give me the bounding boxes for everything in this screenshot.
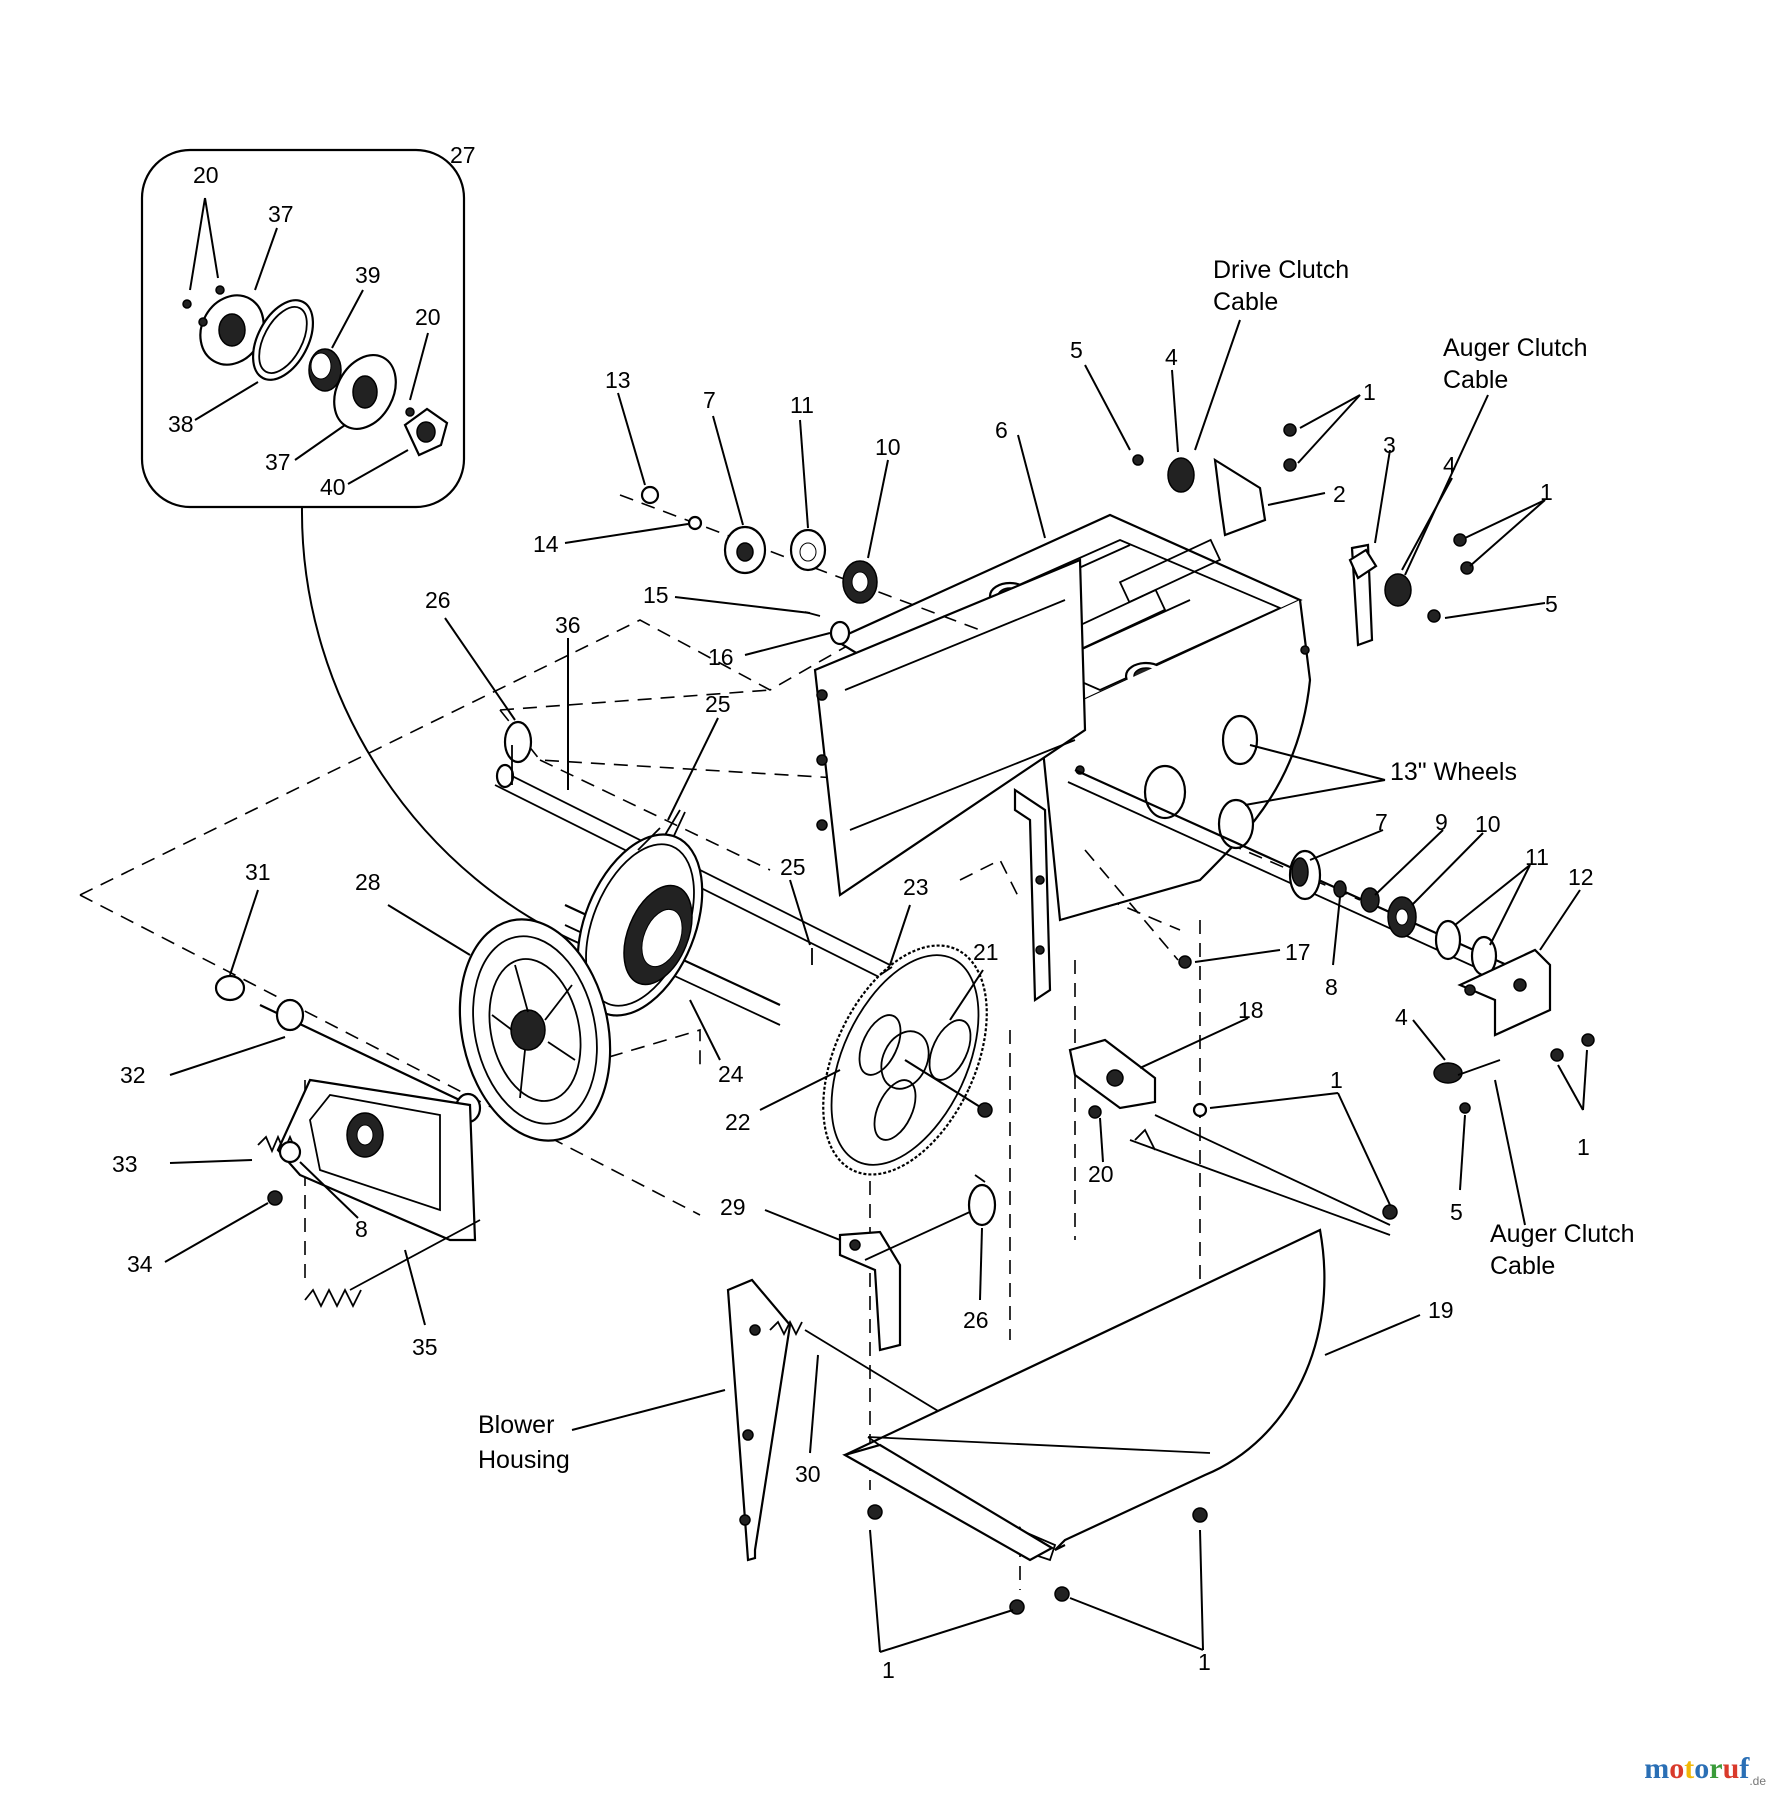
watermark-letter: t bbox=[1684, 1752, 1695, 1785]
callout-13: 13 bbox=[605, 367, 631, 393]
callout-11: 11 bbox=[1525, 844, 1549, 870]
callout-30: 30 bbox=[795, 1461, 821, 1487]
callout-12: 12 bbox=[1568, 864, 1594, 890]
callout-11: 11 bbox=[790, 392, 814, 418]
callout-18: 18 bbox=[1238, 997, 1264, 1023]
callout-33: 33 bbox=[112, 1151, 138, 1177]
callout-1: 1 bbox=[882, 1657, 895, 1683]
callout-9: 9 bbox=[1435, 809, 1448, 835]
inset-detail-27 bbox=[140, 148, 596, 951]
callout-1: 1 bbox=[1363, 379, 1376, 405]
bracket-29 bbox=[769, 1174, 1036, 1471]
callout-26: 26 bbox=[963, 1307, 989, 1333]
watermark-letter: o bbox=[1669, 1752, 1685, 1785]
label-drive-clutch-cable-line1: Drive Clutch bbox=[1213, 256, 1349, 284]
callout-8: 8 bbox=[1325, 974, 1338, 1000]
callout-35: 35 bbox=[412, 1334, 438, 1360]
label-auger-clutch-cable-bottom-line1: Auger Clutch bbox=[1490, 1220, 1635, 1248]
callout-20: 20 bbox=[193, 162, 219, 188]
callout-5: 5 bbox=[1450, 1199, 1463, 1225]
callout-21: 21 bbox=[973, 939, 999, 965]
callout-40: 40 bbox=[320, 474, 346, 500]
callout-27: 27 bbox=[450, 142, 476, 168]
left-bracket-assembly bbox=[214, 974, 482, 1309]
callout-numbers: 27 20 37 39 20 38 37 40 13 7 11 10 6 5 4… bbox=[112, 142, 1594, 1683]
callout-5: 5 bbox=[1545, 591, 1558, 617]
callout-17: 17 bbox=[1285, 939, 1311, 965]
callout-5: 5 bbox=[1070, 337, 1083, 363]
text-labels: Drive Clutch Cable Auger Clutch Cable 13… bbox=[478, 256, 1635, 1474]
wheel-28 bbox=[458, 918, 612, 1142]
callout-7: 7 bbox=[1375, 809, 1388, 835]
watermark-suffix: .de bbox=[1749, 1774, 1766, 1788]
callout-1: 1 bbox=[1198, 1649, 1211, 1675]
upper-axle-parts bbox=[619, 485, 981, 646]
callout-24: 24 bbox=[718, 1061, 744, 1087]
callout-2: 2 bbox=[1333, 481, 1346, 507]
cable-brackets bbox=[1132, 423, 1474, 647]
callout-32: 32 bbox=[120, 1062, 146, 1088]
callout-1: 1 bbox=[1540, 479, 1553, 505]
bottom-cover-19 bbox=[842, 1228, 1326, 1615]
callout-6: 6 bbox=[995, 417, 1008, 443]
transmission-housing bbox=[813, 513, 1312, 1003]
callout-8: 8 bbox=[355, 1216, 368, 1242]
watermark-letter: r bbox=[1709, 1752, 1723, 1785]
callout-20: 20 bbox=[415, 304, 441, 330]
callout-10: 10 bbox=[1475, 811, 1501, 837]
callout-4: 4 bbox=[1165, 344, 1178, 370]
callout-1: 1 bbox=[1330, 1067, 1343, 1093]
callout-26: 26 bbox=[425, 587, 451, 613]
callout-25: 25 bbox=[705, 691, 731, 717]
callout-37: 37 bbox=[265, 449, 291, 475]
watermark-logo: motoruf.de bbox=[1644, 1752, 1766, 1788]
callout-16: 16 bbox=[708, 644, 734, 670]
label-drive-clutch-cable-line2: Cable bbox=[1213, 288, 1278, 316]
callout-20: 20 bbox=[1088, 1161, 1114, 1187]
callout-28: 28 bbox=[355, 869, 381, 895]
callout-39: 39 bbox=[355, 262, 381, 288]
friction-hub bbox=[576, 833, 704, 1017]
callout-4: 4 bbox=[1443, 452, 1456, 478]
callout-23: 23 bbox=[903, 874, 929, 900]
label-auger-clutch-cable-bottom-line2: Cable bbox=[1490, 1252, 1555, 1280]
callout-38: 38 bbox=[168, 411, 194, 437]
callout-14: 14 bbox=[533, 531, 559, 557]
watermark-letter: u bbox=[1722, 1752, 1740, 1785]
watermark-letter: o bbox=[1694, 1752, 1710, 1785]
callout-29: 29 bbox=[720, 1194, 746, 1220]
right-axle-assembly bbox=[1067, 768, 1595, 1114]
blower-housing-plate bbox=[726, 1278, 792, 1562]
callout-4: 4 bbox=[1395, 1004, 1408, 1030]
label-blower-housing-line1: Blower bbox=[478, 1411, 554, 1439]
callout-1: 1 bbox=[1577, 1134, 1590, 1160]
callout-36: 36 bbox=[555, 612, 581, 638]
callout-31: 31 bbox=[245, 859, 271, 885]
callout-22: 22 bbox=[725, 1109, 751, 1135]
callout-15: 15 bbox=[643, 582, 669, 608]
gear-22 bbox=[822, 944, 993, 1176]
callout-3: 3 bbox=[1383, 432, 1396, 458]
bracket-18 bbox=[1068, 1038, 1398, 1236]
callout-37: 37 bbox=[268, 201, 294, 227]
label-auger-clutch-cable-top-line1: Auger Clutch bbox=[1443, 334, 1588, 362]
label-13-inch-wheels: 13" Wheels bbox=[1390, 758, 1517, 786]
label-blower-housing-line2: Housing bbox=[478, 1446, 570, 1474]
pins bbox=[503, 720, 893, 976]
callout-34: 34 bbox=[127, 1251, 153, 1277]
watermark-letter: m bbox=[1644, 1752, 1670, 1785]
label-auger-clutch-cable-top-line2: Cable bbox=[1443, 366, 1508, 394]
callout-10: 10 bbox=[875, 434, 901, 460]
leader-lines bbox=[164, 319, 1588, 1653]
callout-19: 19 bbox=[1428, 1297, 1454, 1323]
watermark-letter: f bbox=[1739, 1752, 1750, 1785]
callout-7: 7 bbox=[703, 387, 716, 413]
callout-25: 25 bbox=[780, 854, 806, 880]
